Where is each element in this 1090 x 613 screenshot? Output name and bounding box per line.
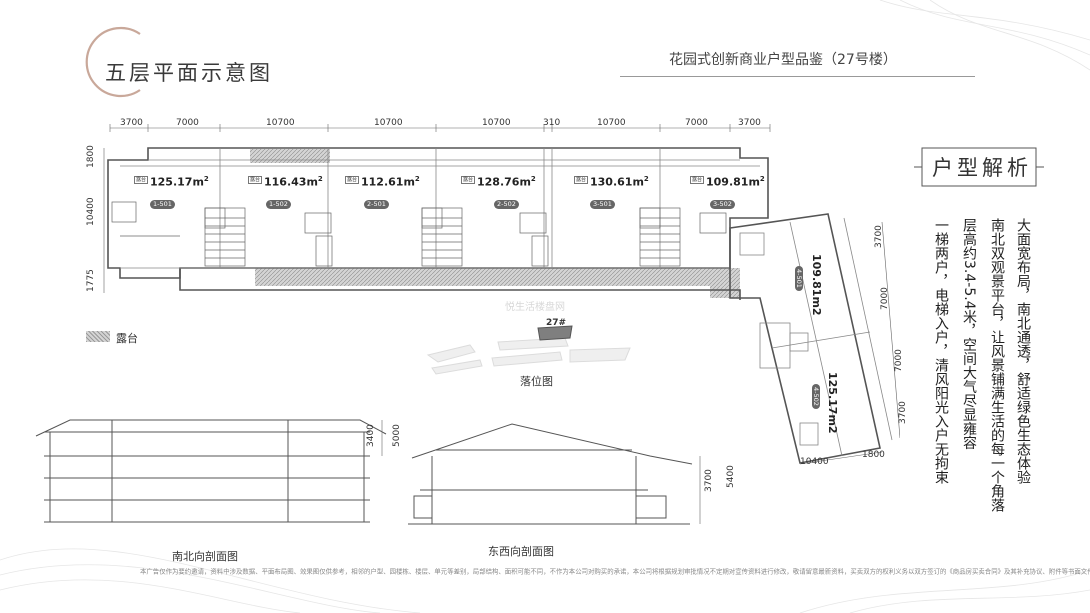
terrace-legend-label: 露台: [116, 332, 138, 345]
watermark: 悦生活楼盘网: [505, 302, 565, 313]
dim-left-3: 1775: [86, 269, 96, 292]
wing-dim-bottom-1: 10400: [800, 457, 829, 467]
wing-dim-right-2: 7000: [880, 287, 890, 310]
dim-top-5: 10700: [482, 118, 511, 128]
unit-id-badge: 3-501: [590, 200, 615, 209]
unit-area-2-501: 112.61m2: [361, 175, 420, 189]
analysis-line-4: 一梯两户，电梯入户，清风阳光入户无拘束: [933, 218, 949, 484]
wing-unit-area-4-501: 109.81m2: [810, 254, 823, 316]
dim-left-2: 10400: [86, 197, 96, 226]
wing-unit-area-4-502: 125.17m2: [826, 372, 839, 434]
terrace-legend-swatch: [86, 331, 110, 342]
unit-area-1-502: 116.43m2: [264, 175, 323, 189]
unit-area-1-501: 125.17m2: [150, 175, 209, 189]
unit-id-badge: 4-501: [795, 266, 803, 291]
dim-top-9: 3700: [738, 118, 761, 128]
unit-area-2-502: 128.76m2: [477, 175, 536, 189]
wing-dim-right-4: 3700: [898, 401, 908, 424]
site-plan-caption: 落位图: [520, 375, 553, 388]
page-subtitle: 花园式创新商业户型品鉴（27号楼）: [669, 52, 897, 68]
terrace-tag: 露台: [574, 176, 589, 184]
analysis-title-frame: [914, 147, 1044, 187]
unit-id-badge: 2-502: [494, 200, 519, 209]
unit-id-badge: 4-502: [812, 384, 820, 409]
wing-dim-right-1: 3700: [874, 225, 884, 248]
ew-section-caption: 东西向剖面图: [488, 545, 554, 558]
terrace-tag: 露台: [345, 176, 360, 184]
unit-id-badge: 3-502: [710, 200, 735, 209]
site-plan-building-label: 27#: [546, 318, 567, 328]
analysis-line-1: 大面宽布局，南北通透，舒适绿色生态体验: [1015, 218, 1031, 484]
ns-section-dim-1: 3400: [366, 424, 376, 447]
north-south-section: [35, 419, 387, 523]
unit-id-badge: 1-502: [266, 200, 291, 209]
terrace-tag: 露台: [134, 176, 149, 184]
dim-top-7: 10700: [597, 118, 626, 128]
ns-section-caption: 南北向剖面图: [172, 550, 238, 563]
unit-id-badge: 1-501: [150, 200, 175, 209]
page-title: 五层平面示意图: [105, 61, 273, 85]
analysis-title: 户型解析: [932, 156, 1032, 180]
site-plan: [426, 325, 631, 375]
dim-top-8: 7000: [685, 118, 708, 128]
wing-dim-right-3: 7000: [894, 349, 904, 372]
analysis-line-3: 层高约3.4-5.4米，空间大气尽显雍容: [961, 218, 977, 450]
floor-plan: [103, 124, 900, 465]
dim-top-3: 10700: [266, 118, 295, 128]
unit-area-3-502: 109.81m2: [706, 175, 765, 189]
dim-top-6: 310: [543, 118, 561, 128]
unit-area-3-501: 130.61m2: [590, 175, 649, 189]
analysis-line-2: 南北双观景平台，让风景铺满生活的每一个角落: [989, 218, 1005, 512]
dim-top-4: 10700: [374, 118, 403, 128]
dim-left-1: 1800: [86, 145, 96, 168]
wing-dim-bottom-2: 1800: [862, 450, 885, 460]
unit-id-badge: 2-501: [364, 200, 389, 209]
east-west-section: [408, 423, 701, 525]
footer-disclaimer: 本广告仅作为要约邀请，资料中涉及数据、平面布局图、效果图仅供参考，相邻的户型、园…: [140, 567, 1090, 575]
terrace-tag: 露台: [248, 176, 263, 184]
terrace-tag: 露台: [461, 176, 476, 184]
title-arc: [85, 26, 141, 98]
terrace-tag: 露台: [690, 176, 705, 184]
dim-top-1: 3700: [120, 118, 143, 128]
dim-top-2: 7000: [176, 118, 199, 128]
subtitle-underline: [620, 76, 975, 77]
ew-section-dim-2: 5400: [726, 465, 736, 488]
ew-section-dim-1: 3700: [704, 469, 714, 492]
